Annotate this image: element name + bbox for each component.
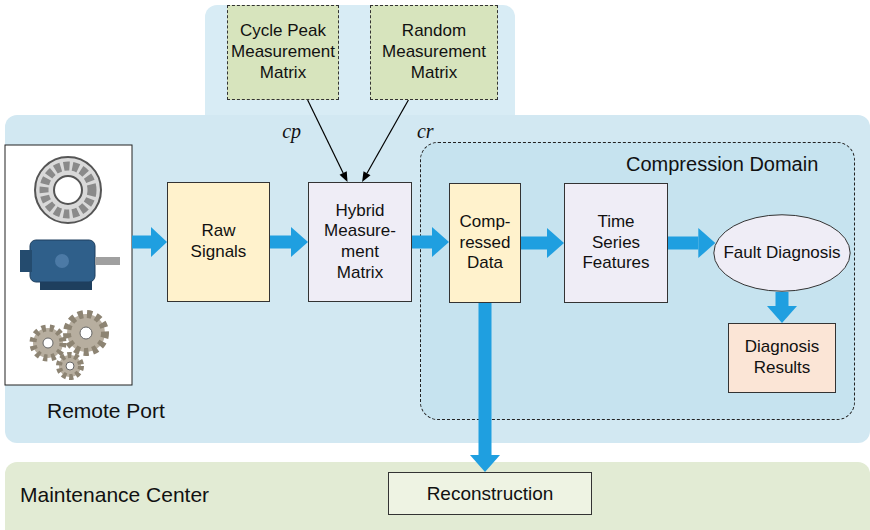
ellipse-shape (714, 215, 850, 291)
process-box: Hybrid Measure- ment Matrix (308, 182, 412, 302)
bearing-bore (54, 176, 82, 204)
arrow-head (470, 455, 500, 472)
maintenance-center-band: Maintenance Center Reconstruction (5, 462, 870, 530)
arrow-head (340, 171, 348, 182)
measurement-matrix-box: Random Measurement Matrix (370, 5, 498, 100)
arrow-shaft (132, 236, 151, 249)
measurement-matrix-box: Cycle Peak Measurement Matrix (227, 5, 339, 100)
flow-arrow (668, 228, 715, 258)
flow-arrow (521, 228, 564, 258)
diagnosis-ellipse: Fault Diagnosis (713, 214, 851, 292)
flow-arrow (412, 227, 449, 257)
arrow-head (151, 227, 167, 257)
arrow-shaft (776, 292, 789, 306)
node-label: Random Measurement Matrix (375, 21, 493, 83)
gear-hub (80, 327, 92, 339)
pump-base (40, 281, 92, 290)
data-box: Comp- ressed Data (449, 183, 521, 303)
matrix-symbol: cp (282, 120, 301, 142)
flow-arrow (270, 227, 308, 257)
region-title: Compression Domain (626, 152, 818, 176)
flow-arrow (470, 303, 500, 472)
node-label: Cycle Peak Measurement Matrix (231, 21, 335, 83)
arrow-shaft (479, 303, 492, 455)
arrow-shaft (412, 236, 432, 249)
remote-port-region: Remote Port Raw Signals Hybrid Measure- me… (5, 115, 870, 443)
edge-label-holder: cp (282, 120, 301, 143)
gear (59, 355, 81, 377)
gear (33, 328, 63, 358)
compression-domain-region: Compression DomainComp- ressed Data Time … (420, 142, 855, 420)
arrow-head (362, 171, 370, 182)
node-label: Time Series Features (575, 212, 657, 274)
node-label: Fault Diagnosis (723, 243, 840, 264)
matrix-band (205, 5, 515, 130)
input-arrow (362, 100, 408, 182)
region-title: Remote Port (47, 398, 165, 424)
arrow-shaft (308, 100, 344, 173)
bearing-rollers (44, 166, 92, 214)
node-label: Raw Signals (178, 221, 259, 262)
bearing-picture (35, 157, 101, 223)
process-box: Time Series Features (564, 183, 668, 303)
edge-label-holder: cr (417, 120, 434, 143)
pump-shaft (95, 257, 120, 265)
arrow-shaft (668, 237, 698, 250)
result-box: Diagnosis Results (728, 323, 836, 393)
arrow-head (432, 227, 449, 257)
picture-frame (5, 145, 132, 385)
node-label: Hybrid Measure- ment Matrix (319, 201, 401, 284)
pump-body (30, 240, 95, 282)
pump-cover (20, 250, 32, 272)
arrow-head (291, 227, 308, 257)
node-label: Comp- ressed Data (454, 212, 516, 274)
region-title: Maintenance Center (20, 482, 209, 508)
node-label: Diagnosis Results (739, 337, 825, 378)
arrow-head (698, 228, 715, 258)
gear-hub (66, 362, 74, 370)
arrow-shaft (521, 237, 547, 250)
gear (67, 314, 105, 352)
gear-hub (43, 338, 53, 348)
gear-picture (33, 314, 105, 377)
arrow-shaft (367, 100, 408, 173)
process-box: Reconstruction (388, 472, 592, 515)
arrow-head (547, 228, 564, 258)
bearing-outer-ring (35, 157, 101, 223)
process-box: Raw Signals (167, 182, 270, 302)
arrow-head (767, 306, 797, 323)
pump-port (55, 254, 69, 268)
matrix-symbol: cr (417, 120, 434, 142)
flow-arrow (767, 292, 797, 323)
arrow-shaft (270, 236, 291, 249)
pump-picture (20, 240, 120, 290)
input-arrow (132, 227, 167, 257)
input-arrow (308, 100, 348, 182)
node-label: Reconstruction (427, 482, 554, 505)
